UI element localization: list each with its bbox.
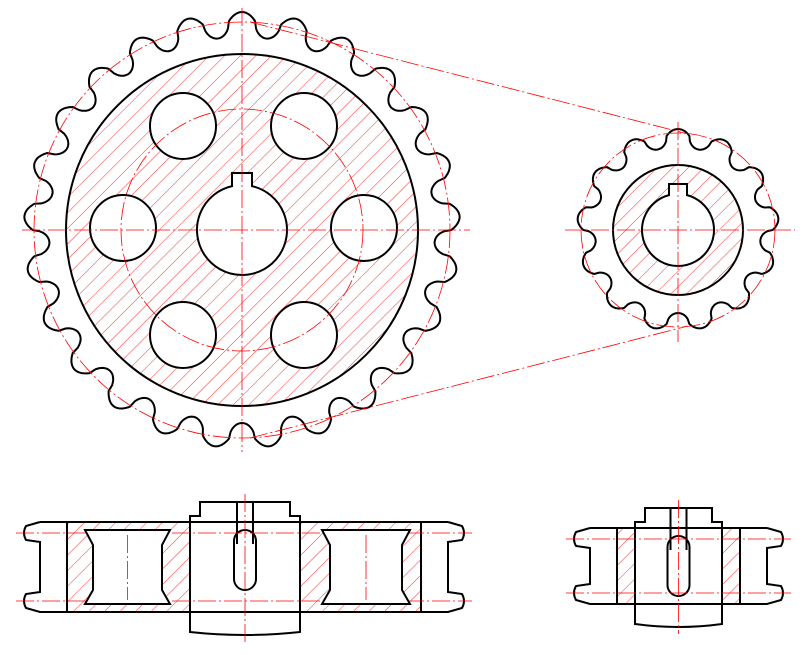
small-sprocket-hatch — [613, 165, 743, 295]
lightening-hole — [269, 92, 339, 160]
large-side-view-left-teeth — [23, 521, 67, 613]
large-side-view-right-teeth — [421, 521, 465, 613]
lightening-hole — [88, 194, 158, 262]
lightening-hole — [329, 194, 399, 262]
small-side-view-left-teeth — [573, 527, 617, 605]
chain-lower-tangent — [249, 325, 689, 439]
lightening-hole — [148, 92, 218, 160]
large-sprocket-teeth-outline — [23, 10, 461, 448]
large-sprocket-keyed-bore — [196, 172, 288, 276]
chain-upper-tangent — [249, 21, 689, 135]
small-side-view-key — [669, 508, 688, 550]
side-views — [16, 494, 791, 642]
small-side-view-section-hatch — [617, 528, 740, 604]
small-side-view-right-teeth — [740, 527, 784, 605]
front-views — [22, 8, 795, 452]
small-sprocket-keyed-bore — [641, 183, 715, 267]
large-side-view-hub-outline — [189, 501, 301, 636]
small-side-view-hub-outline — [634, 507, 723, 628]
large-side-view-key — [236, 502, 254, 544]
lightening-hole — [148, 301, 218, 369]
lightening-hole — [269, 301, 339, 369]
